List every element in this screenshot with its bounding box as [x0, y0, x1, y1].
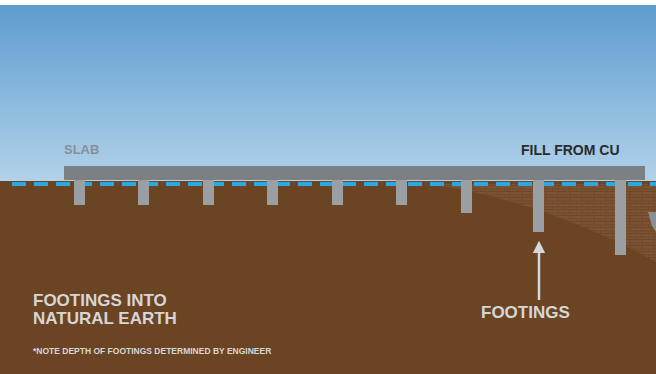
- edge-arrow: [648, 212, 656, 232]
- leader-arrow: [538, 247, 541, 300]
- slab: [64, 166, 645, 180]
- natural-earth: [0, 181, 656, 374]
- sky: [0, 5, 656, 185]
- footings-note-heading: FOOTINGS INTO NATURAL EARTH: [33, 292, 243, 328]
- engineer-note: *NOTE DEPTH OF FOOTINGS DETERMINED BY EN…: [33, 347, 271, 356]
- footings: [74, 178, 626, 255]
- footings-label: FOOTINGS: [481, 304, 570, 322]
- fill-label: FILL FROM CU: [521, 143, 620, 158]
- slab-label: SLAB: [64, 143, 99, 157]
